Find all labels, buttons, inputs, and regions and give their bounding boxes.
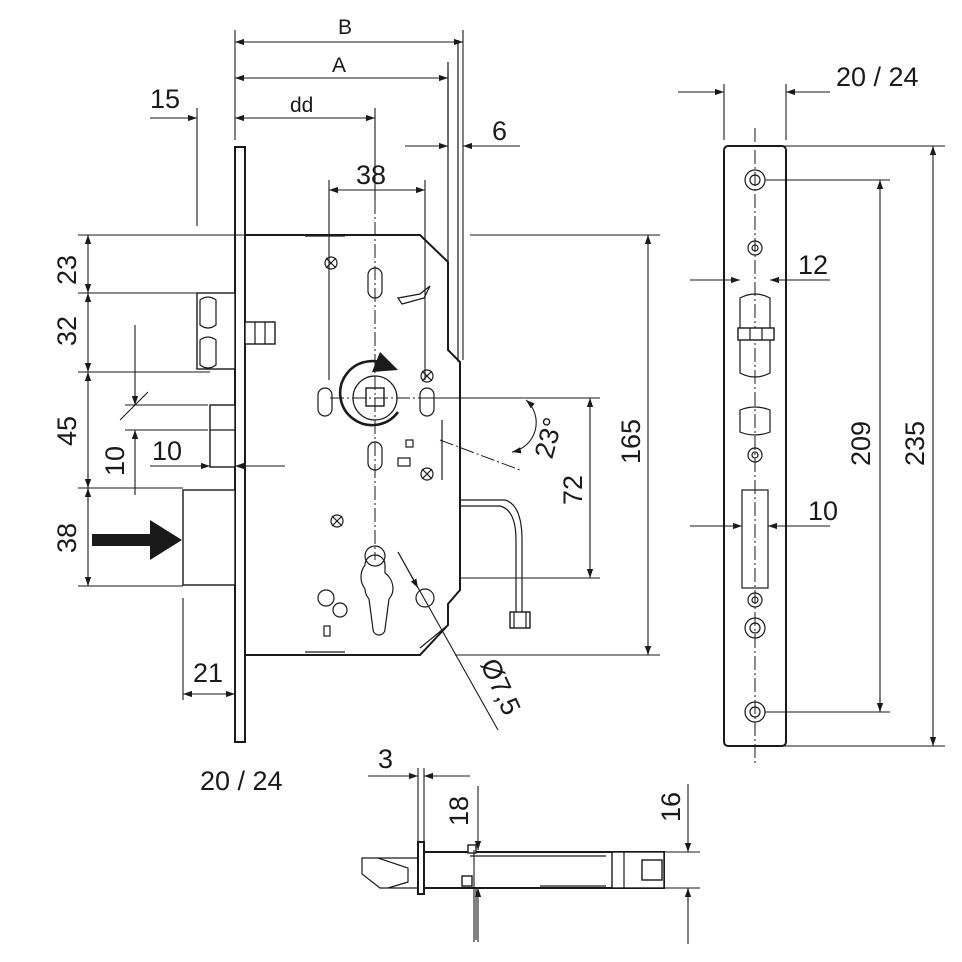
dim-label-b: B [338, 16, 352, 39]
cylinder-cutout [317, 545, 449, 649]
dim-label-10-horiz: 10 [152, 436, 182, 466]
dead-bolt [182, 404, 236, 586]
bolt-direction-arrow [92, 520, 182, 560]
dim-label-dd: dd [290, 94, 313, 117]
bottom-view [361, 768, 700, 944]
dim-label-15: 15 [150, 84, 180, 114]
dim-label-45: 45 [52, 416, 82, 446]
dim-label-3: 3 [378, 744, 393, 774]
slot-holes [317, 267, 435, 471]
side-view-labels: 20 / 24 12 10 209 235 [798, 62, 930, 526]
dim-label-21: 21 [193, 658, 223, 688]
dim-label-faceplate-width: 20 / 24 [836, 62, 919, 92]
dim-label-12: 12 [798, 250, 828, 280]
screw-icon [324, 256, 434, 528]
dim-label-165: 165 [616, 419, 646, 464]
front-view [78, 30, 660, 743]
dim-label-10-side: 10 [808, 496, 838, 526]
front-view-labels: B A dd 15 6 38 23 32 45 10 10 38 21 20 /… [52, 16, 646, 796]
dim-label-faceplate: 20 / 24 [200, 766, 283, 796]
latch-opening [737, 293, 775, 436]
follower-hub [338, 352, 400, 427]
dim-label-6: 6 [492, 116, 507, 146]
dim-label-38-left: 38 [52, 523, 82, 553]
dim-label-hole: Ø7,5 [475, 654, 527, 720]
dim-label-72: 72 [558, 475, 588, 505]
bottom-view-labels: 3 18 16 [378, 744, 686, 826]
dim-label-209: 209 [846, 421, 876, 466]
dim-label-38-top: 38 [356, 160, 386, 190]
dim-label-235: 235 [900, 421, 930, 466]
screw-hole-icon [744, 169, 766, 723]
deadbolt-opening [741, 489, 769, 589]
dim-label-a: A [332, 54, 346, 77]
cable [460, 499, 531, 629]
dim-label-23-left: 23 [52, 255, 82, 285]
dim-label-16: 16 [656, 792, 686, 822]
latch-bolt [196, 292, 276, 370]
lock-case [245, 234, 461, 656]
side-view [678, 84, 945, 764]
faceplate [234, 146, 246, 743]
dim-label-18: 18 [444, 796, 474, 826]
dim-label-32: 32 [52, 316, 82, 346]
dim-label-10-vert: 10 [100, 446, 130, 476]
dim-label-angle: 23° [529, 414, 569, 461]
